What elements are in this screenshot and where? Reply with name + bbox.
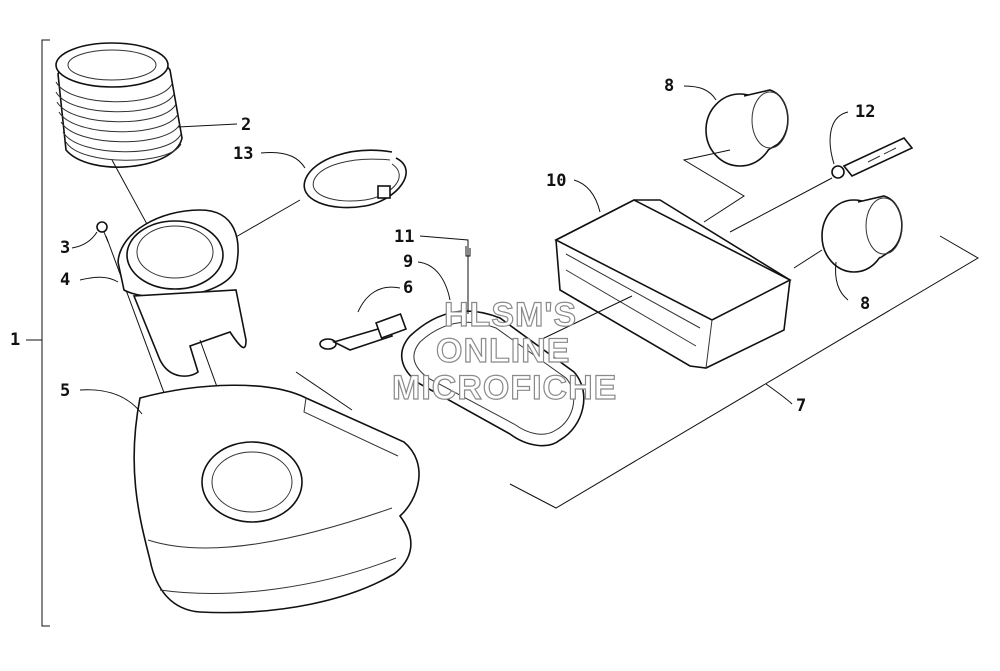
assembly-bracket [41, 39, 50, 627]
leader-12 [829, 111, 849, 165]
duct-projection [539, 295, 633, 341]
part-13-clamp-ring [303, 149, 407, 209]
part-8-top-plug [705, 89, 789, 167]
callout-6: 6 [403, 278, 413, 298]
leader-8-top [683, 85, 717, 101]
callout-9: 9 [403, 252, 413, 272]
callout-8-bottom: 8 [860, 294, 870, 314]
leader-4 [79, 276, 119, 283]
part-10-intake-duct [554, 199, 792, 369]
callout-1: 1 [10, 330, 20, 350]
leader-5 [79, 389, 143, 415]
callout-2: 2 [241, 115, 251, 135]
part-5-air-box-housing [133, 384, 420, 614]
leader-13 [260, 151, 306, 169]
part-9-rubber-seal [401, 310, 585, 447]
leader-7 [765, 383, 793, 405]
leader-8-bottom [835, 261, 849, 301]
part-2-bellows-boot [55, 42, 183, 168]
leader-11 [419, 235, 469, 314]
watermark-line-3: MICROFICHE [392, 369, 617, 407]
callout-5: 5 [60, 381, 70, 401]
strap-projection [729, 177, 833, 233]
callout-11: 11 [394, 227, 414, 247]
callout-12: 12 [855, 102, 875, 122]
leader-3 [71, 231, 98, 249]
pin-projection [295, 371, 353, 411]
part-12-strap [831, 137, 914, 179]
callout-10: 10 [546, 171, 566, 191]
watermark-line-2: ONLINE [436, 332, 570, 370]
part-8-bottom-plug [821, 195, 903, 273]
part-3-screw [96, 221, 109, 243]
callout-7: 7 [796, 396, 806, 416]
leader-6 [357, 286, 401, 313]
part-6-push-pin [319, 313, 407, 351]
leader-9 [417, 261, 451, 301]
kit-outline [509, 235, 979, 509]
leader-2 [177, 123, 238, 128]
watermark-line-1: HLSM'S [444, 296, 577, 334]
callout-13: 13 [233, 144, 253, 164]
plug-bottom-projection [793, 249, 823, 269]
callout-8-top: 8 [664, 76, 674, 96]
callout-4: 4 [60, 270, 70, 290]
leader-10 [573, 179, 601, 213]
watermark: HLSM'S ONLINE MICROFICHE [391, 295, 617, 407]
callout-3: 3 [60, 238, 70, 258]
part-4-adapter-flange [117, 209, 247, 377]
plug-top-projection [682, 149, 745, 223]
